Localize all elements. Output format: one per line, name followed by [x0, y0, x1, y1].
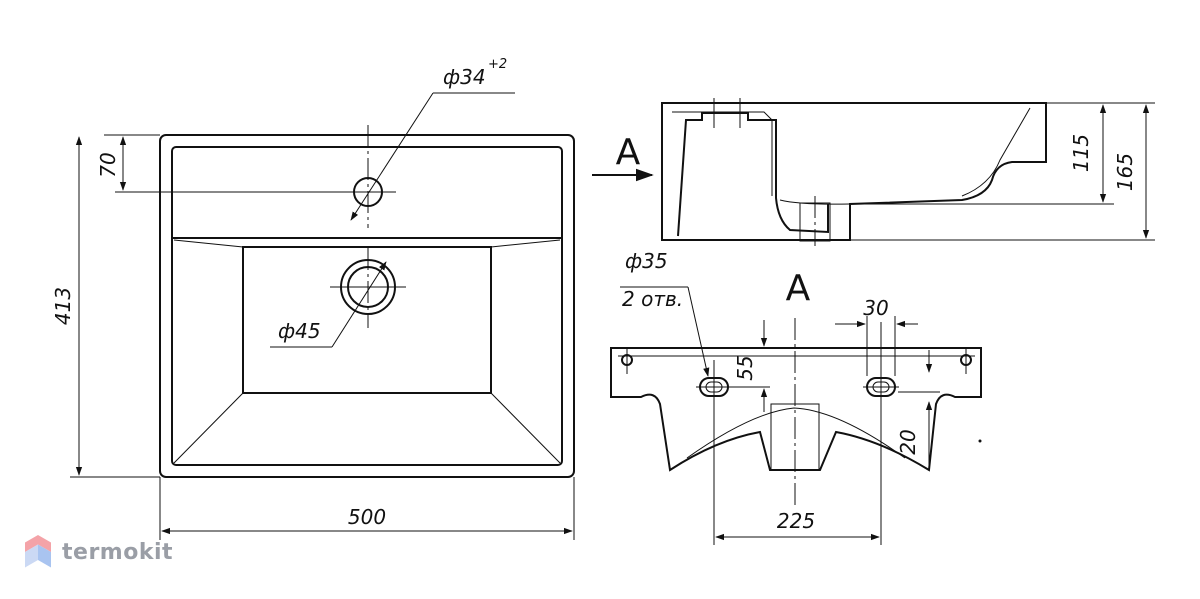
basin-inner-outline [171, 146, 563, 466]
side-detail-lines [672, 107, 1031, 205]
side-section-view: A 115 165 [592, 98, 1155, 246]
tap-hole-diameter-label: ф34 [443, 65, 486, 89]
view-a-label: A [786, 268, 811, 309]
side-inner-profile [677, 112, 829, 237]
mount-hole-leader [687, 286, 710, 377]
brand-name: termokit [62, 539, 174, 565]
basin-outer-outline [159, 134, 575, 478]
dimension-225-label: 225 [777, 509, 815, 533]
tap-hole-leader [350, 92, 434, 221]
dimension-55-label: 55 [733, 355, 757, 380]
dimension-500-label: 500 [348, 505, 386, 529]
front-detail-lines [618, 355, 975, 459]
front-outline [610, 347, 982, 472]
dimension-70-label: 70 [96, 152, 120, 177]
drain-leader [331, 261, 387, 348]
bowl-slope-line [490, 239, 561, 248]
stray-dot [978, 439, 982, 443]
mount-hole-diameter-label: ф35 [625, 249, 668, 273]
tap-hole-tolerance-label: +2 [488, 57, 507, 72]
view-a: A ф35 2 отв. 55 30 [610, 249, 982, 545]
termokit-logo-icon [25, 535, 51, 568]
bowl-slope-line [490, 392, 561, 464]
dimension-20-label: 20 [896, 429, 920, 454]
brand-watermark: termokit [24, 534, 173, 570]
dimension-413-label: 413 [51, 287, 75, 325]
dimension-165-label: 165 [1113, 153, 1137, 191]
side-outer-profile [661, 102, 1047, 241]
bowl-slope-line [173, 392, 244, 464]
drain-diameter-label: ф45 [278, 319, 321, 343]
bowl-slope-line [173, 239, 244, 248]
dimension-115-label: 115 [1069, 134, 1093, 172]
dimension-30-label: 30 [863, 296, 888, 320]
section-arrow-label: A [616, 132, 641, 173]
mount-hole-count-label: 2 отв. [622, 287, 683, 311]
top-view: ф34 +2 ф45 70 413 500 [51, 57, 575, 540]
